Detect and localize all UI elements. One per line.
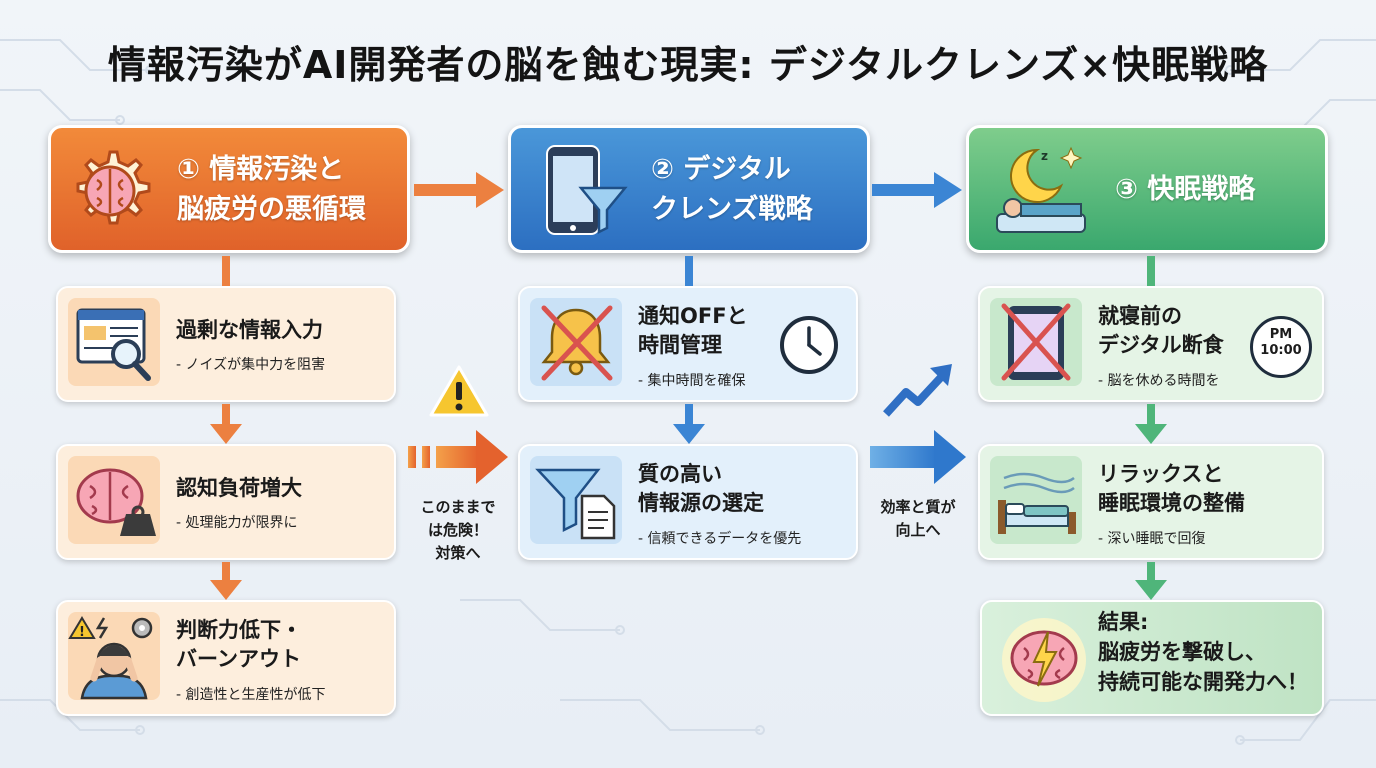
card-title-line1: 就寝前の bbox=[1098, 304, 1182, 328]
card-title-line1: 認知負荷増大 bbox=[176, 476, 302, 500]
card-title-line1: 過剰な情報入力 bbox=[176, 318, 323, 342]
card-subtitle: - 深い睡眠で回復 bbox=[1098, 531, 1206, 547]
arrow-col3-card1-to-card2 bbox=[1135, 404, 1167, 444]
arrow-col3-card2-to-card3 bbox=[1135, 562, 1167, 600]
improve-line2: 向上へ bbox=[895, 521, 941, 539]
svg-text:z: z bbox=[1041, 149, 1048, 163]
arrow-col2-header-to-card1 bbox=[685, 256, 693, 286]
card-quality-sources: 質の高い 情報源の選定 - 信頼できるデータを優先 bbox=[518, 444, 858, 560]
header-digital-cleanse: ② デジタル クレンズ戦略 bbox=[508, 125, 870, 253]
card-subtitle: - 信頼できるデータを優先 bbox=[638, 531, 802, 547]
icon-box bbox=[68, 298, 160, 386]
icon-box bbox=[990, 456, 1082, 544]
arrow-to-sleep bbox=[870, 430, 966, 484]
arrow-col2-card1-to-card2 bbox=[673, 404, 705, 444]
clock-icon bbox=[780, 316, 838, 374]
arrow-col1-header-to-card1 bbox=[222, 256, 230, 286]
icon-box bbox=[530, 456, 622, 544]
icon-box bbox=[530, 298, 622, 386]
card-title-line2: 時間管理 bbox=[638, 333, 722, 357]
card-subtitle: - 集中時間を確保 bbox=[638, 373, 746, 389]
warning-line2: は危険！ bbox=[427, 521, 488, 539]
clock-period: PM bbox=[1269, 327, 1293, 342]
brain-weight-icon bbox=[76, 468, 156, 536]
card-information-overload: 過剰な情報入力 - ノイズが集中力を阻害 bbox=[56, 286, 396, 402]
dashed-arrow-to-cleanse bbox=[408, 430, 508, 484]
clock-time: 10:00 bbox=[1260, 343, 1302, 358]
warning-text: このままで は危険！ 対策へ bbox=[402, 496, 514, 565]
icon-box: ! bbox=[68, 612, 160, 700]
bell-off-icon bbox=[541, 305, 613, 381]
moon-sleep-icon: z bbox=[996, 146, 1086, 233]
header-title-line1: ② デジタル bbox=[651, 154, 791, 185]
header-title-line2: 脳疲労の悪循環 bbox=[177, 194, 366, 225]
card-title-line2: 睡眠環境の整備 bbox=[1098, 491, 1245, 515]
card-title-line1: 判断力低下・ bbox=[176, 618, 302, 642]
improve-line1: 効率と質が bbox=[880, 498, 956, 516]
card-title-line1: リラックスと bbox=[1098, 462, 1224, 486]
arrow-col1-card1-to-card2 bbox=[210, 404, 242, 444]
bed-icon bbox=[998, 472, 1076, 534]
warning-icon bbox=[429, 365, 489, 417]
bedtime-clock: PM 10:00 bbox=[1250, 316, 1312, 378]
card-title-line1: 通知OFFと bbox=[638, 304, 748, 328]
icon-box bbox=[990, 298, 1082, 386]
card-title-line1: 結果: bbox=[1098, 610, 1149, 634]
card-title-line1: 質の高い bbox=[638, 462, 722, 486]
web-magnifier-icon bbox=[76, 308, 151, 381]
card-title-line2: バーンアウト bbox=[176, 647, 301, 671]
stressed-person-icon: ! bbox=[68, 616, 153, 700]
card-result: 結果: 脳疲労を撃破し、 持続可能な開発力へ！ bbox=[980, 600, 1324, 716]
trend-up-arrow-icon bbox=[883, 364, 952, 417]
improve-text: 効率と質が 向上へ bbox=[860, 496, 976, 542]
page-title: 情報汚染がAI開発者の脳を蝕む現実: デジタルクレンズ×快眠戦略 bbox=[107, 43, 1269, 87]
header-sleep-strategy: z ③ 快眠戦略 bbox=[966, 125, 1328, 253]
card-title-line3: 持続可能な開発力へ！ bbox=[1098, 670, 1308, 694]
header-title-line1: ③ 快眠戦略 bbox=[1115, 174, 1256, 205]
header-vicious-cycle: ① 情報汚染と 脳疲労の悪循環 bbox=[48, 125, 410, 253]
card-title-line2: 脳疲労を撃破し、 bbox=[1098, 640, 1266, 664]
card-relax-sleep: リラックスと 睡眠環境の整備 - 深い睡眠で回復 bbox=[978, 444, 1324, 560]
card-burnout: ! 判断力低下・ バーンアウト - 創造性と生産性が低下 bbox=[56, 600, 396, 716]
arrow-col1-card2-to-card3 bbox=[210, 562, 242, 600]
card-title-line2: 情報源の選定 bbox=[638, 491, 764, 515]
arrow-col3-header-to-card1 bbox=[1147, 256, 1155, 286]
warning-line3: 対策へ bbox=[435, 544, 481, 562]
warning-line1: このままで bbox=[420, 498, 496, 516]
card-subtitle: - ノイズが集中力を阻害 bbox=[176, 357, 326, 373]
card-subtitle: - 処理能力が限界に bbox=[176, 515, 298, 531]
icon-box bbox=[68, 456, 160, 544]
funnel-document-icon bbox=[535, 468, 616, 540]
phone-filter-icon bbox=[546, 145, 628, 235]
card-digital-fasting: 就寝前の デジタル断食 - 脳を休める時間を PM 10:00 bbox=[978, 286, 1324, 402]
card-notifications-off: 通知OFFと 時間管理 - 集中時間を確保 bbox=[518, 286, 858, 402]
header-title-line2: クレンズ戦略 bbox=[651, 194, 813, 225]
brain-gear-icon bbox=[76, 150, 151, 225]
card-cognitive-load: 認知負荷増大 - 処理能力が限界に bbox=[56, 444, 396, 560]
card-subtitle: - 創造性と生産性が低下 bbox=[176, 687, 326, 703]
arrow-header-1-to-2 bbox=[414, 172, 504, 208]
tablet-off-icon bbox=[1001, 303, 1071, 381]
brain-lightning-icon bbox=[1002, 618, 1086, 702]
header-title-line1: ① 情報汚染と bbox=[177, 154, 345, 185]
arrow-header-2-to-3 bbox=[872, 172, 962, 208]
card-subtitle: - 脳を休める時間を bbox=[1098, 373, 1220, 389]
card-title-line2: デジタル断食 bbox=[1098, 333, 1224, 357]
svg-text:!: ! bbox=[79, 625, 85, 640]
